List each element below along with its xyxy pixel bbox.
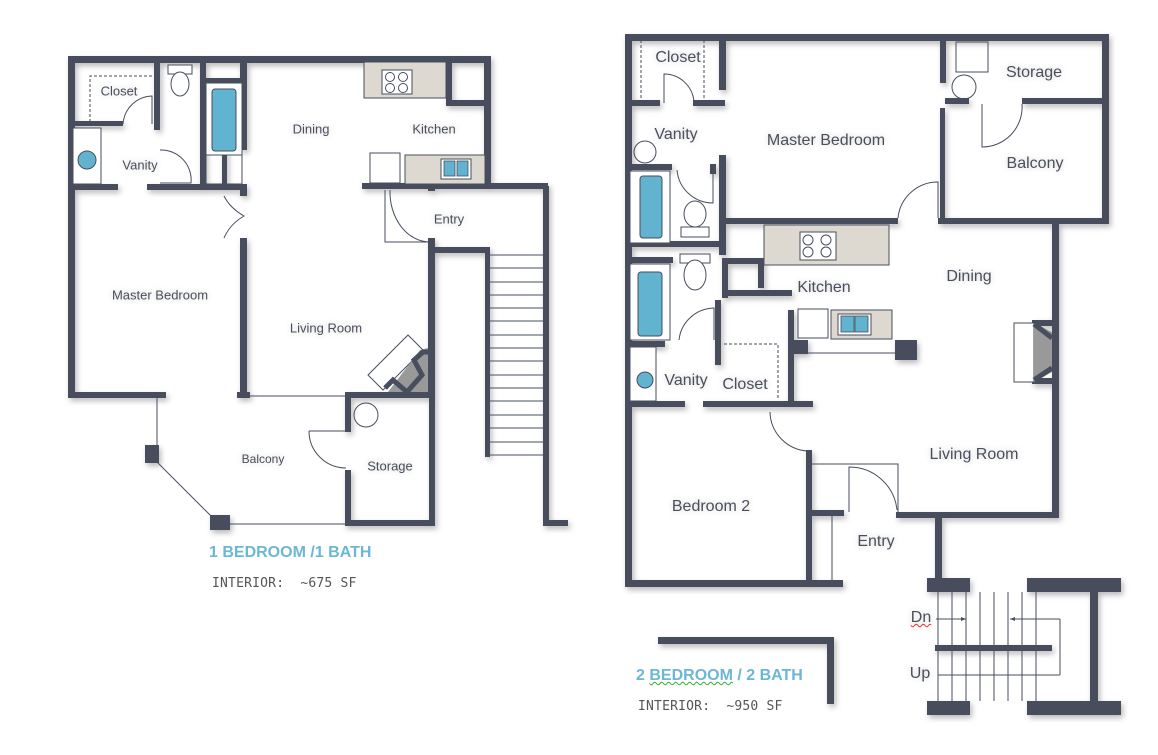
plan-2-details	[629, 40, 1061, 701]
room-label-storage: Storage	[367, 458, 413, 474]
title-separator: /	[310, 544, 315, 561]
room-label-kitchen: Kitchen	[412, 121, 456, 137]
interior-label: INTERIOR:	[212, 576, 285, 591]
room-label-living-room: Living Room	[289, 320, 363, 336]
title-bedrooms: 1 BEDROOM	[209, 544, 306, 561]
room-label-dining: Dining	[292, 121, 330, 137]
room-label-storage: Storage	[1005, 64, 1063, 81]
room-label-closet-top: Closet	[655, 49, 701, 66]
room-label-master-bedroom: Master Bedroom	[766, 132, 886, 149]
title-bedrooms: BEDROOM	[649, 667, 733, 684]
room-label-vanity-bottom: Vanity	[664, 372, 708, 389]
room-label-entry: Entry	[857, 533, 895, 550]
plan-title: 1 BEDROOM /1 BATH	[209, 544, 371, 562]
plan-1-bedroom	[68, 56, 568, 530]
title-baths: 1 BATH	[314, 544, 372, 561]
room-label-balcony: Balcony	[241, 452, 285, 466]
interior-area: INTERIOR: ~950 SF	[638, 699, 783, 714]
plan-title: 2 BEDROOM / 2 BATH	[636, 667, 803, 685]
room-label-closet-bottom: Closet	[722, 376, 768, 393]
room-label-closet: Closet	[100, 83, 138, 99]
room-label-kitchen: Kitchen	[797, 279, 851, 296]
title-bedrooms-count: 2	[636, 667, 645, 684]
interior-value: ~950 SF	[726, 699, 783, 714]
interior-area: INTERIOR: ~675 SF	[212, 576, 357, 591]
room-label-dining: Dining	[946, 268, 992, 285]
plan-1-details	[72, 61, 544, 525]
stairs-up-label: Up	[909, 665, 931, 682]
room-label-vanity: Vanity	[122, 157, 158, 173]
plan-2-bedroom	[625, 34, 1121, 715]
room-label-entry: Entry	[433, 211, 465, 227]
room-label-bedroom-2: Bedroom 2	[671, 498, 751, 515]
room-label-vanity-top: Vanity	[654, 126, 698, 143]
stairs-down-label: Dn	[910, 609, 932, 626]
interior-label: INTERIOR:	[638, 699, 711, 714]
room-label-living-room: Living Room	[929, 446, 1019, 463]
title-baths: / 2 BATH	[737, 667, 803, 684]
room-label-balcony: Balcony	[1006, 155, 1064, 172]
interior-value: ~675 SF	[300, 576, 357, 591]
room-label-master-bedroom: Master Bedroom	[111, 287, 209, 303]
